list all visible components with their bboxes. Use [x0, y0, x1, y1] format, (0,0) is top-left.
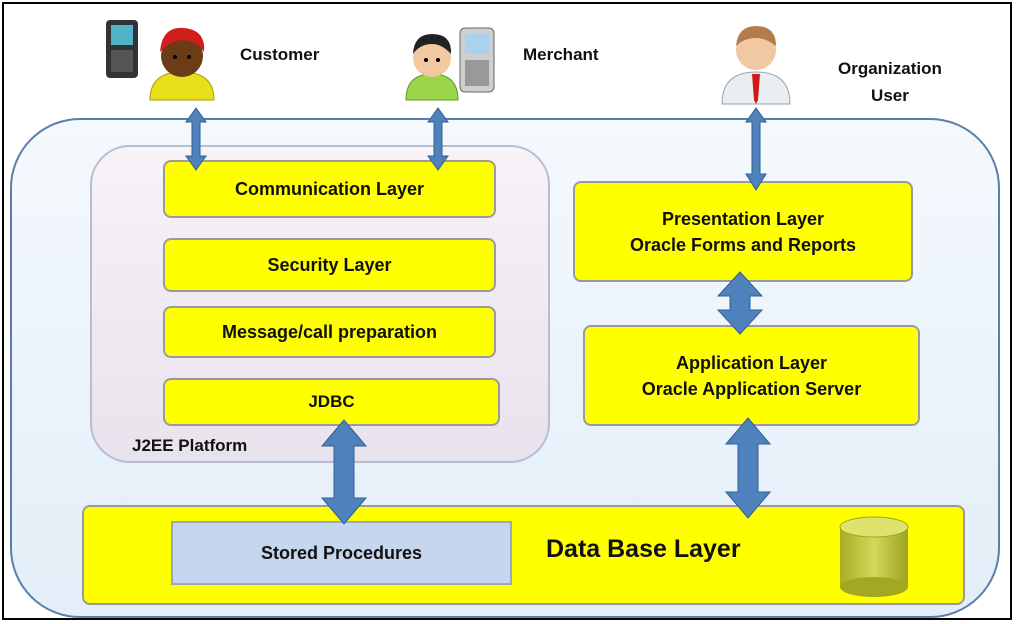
- communication-layer-label: Communication Layer: [234, 179, 425, 199]
- customer-label: Customer: [240, 45, 320, 64]
- database-cylinder-icon: [839, 516, 909, 597]
- j2ee-platform-label: J2EE Platform: [132, 436, 248, 455]
- merchant-comm-arrow: [427, 107, 449, 171]
- application-layer: Application Layer Oracle Application Ser…: [583, 325, 920, 426]
- database-layer-title: Data Base Layer: [546, 535, 741, 563]
- stored-procedures-label: Stored Procedures: [260, 542, 423, 563]
- application-layer-title: Application Layer: [675, 352, 828, 373]
- application-database-arrow: [724, 417, 772, 519]
- message-preparation-label: Message/call preparation: [221, 322, 438, 342]
- orguser-presentation-arrow: [745, 107, 767, 191]
- presentation-layer: Presentation Layer Oracle Forms and Repo…: [573, 181, 913, 282]
- customer-icon: [106, 20, 215, 101]
- jdbc-layer: JDBC: [163, 378, 500, 426]
- application-layer-subtitle: Oracle Application Server: [641, 378, 862, 399]
- presentation-layer-subtitle: Oracle Forms and Reports: [629, 234, 857, 255]
- merchant-label: Merchant: [523, 45, 599, 64]
- security-layer-label: Security Layer: [267, 255, 392, 275]
- message-preparation-layer: Message/call preparation: [163, 306, 496, 358]
- jdbc-database-arrow: [320, 419, 368, 525]
- stored-procedures-box: Stored Procedures: [171, 521, 512, 585]
- presentation-layer-title: Presentation Layer: [661, 208, 825, 229]
- communication-layer: Communication Layer: [163, 160, 496, 218]
- merchant-icon: [405, 27, 495, 101]
- jdbc-label: JDBC: [308, 392, 355, 411]
- organization-user-label-line1: Organization: [838, 59, 942, 78]
- customer-comm-arrow: [185, 107, 207, 171]
- organization-user-label-line2: User: [871, 86, 909, 105]
- organization-user-icon: [721, 26, 791, 105]
- organization-user-label: Organization User: [838, 55, 942, 109]
- presentation-application-arrow: [716, 271, 764, 335]
- security-layer: Security Layer: [163, 238, 496, 292]
